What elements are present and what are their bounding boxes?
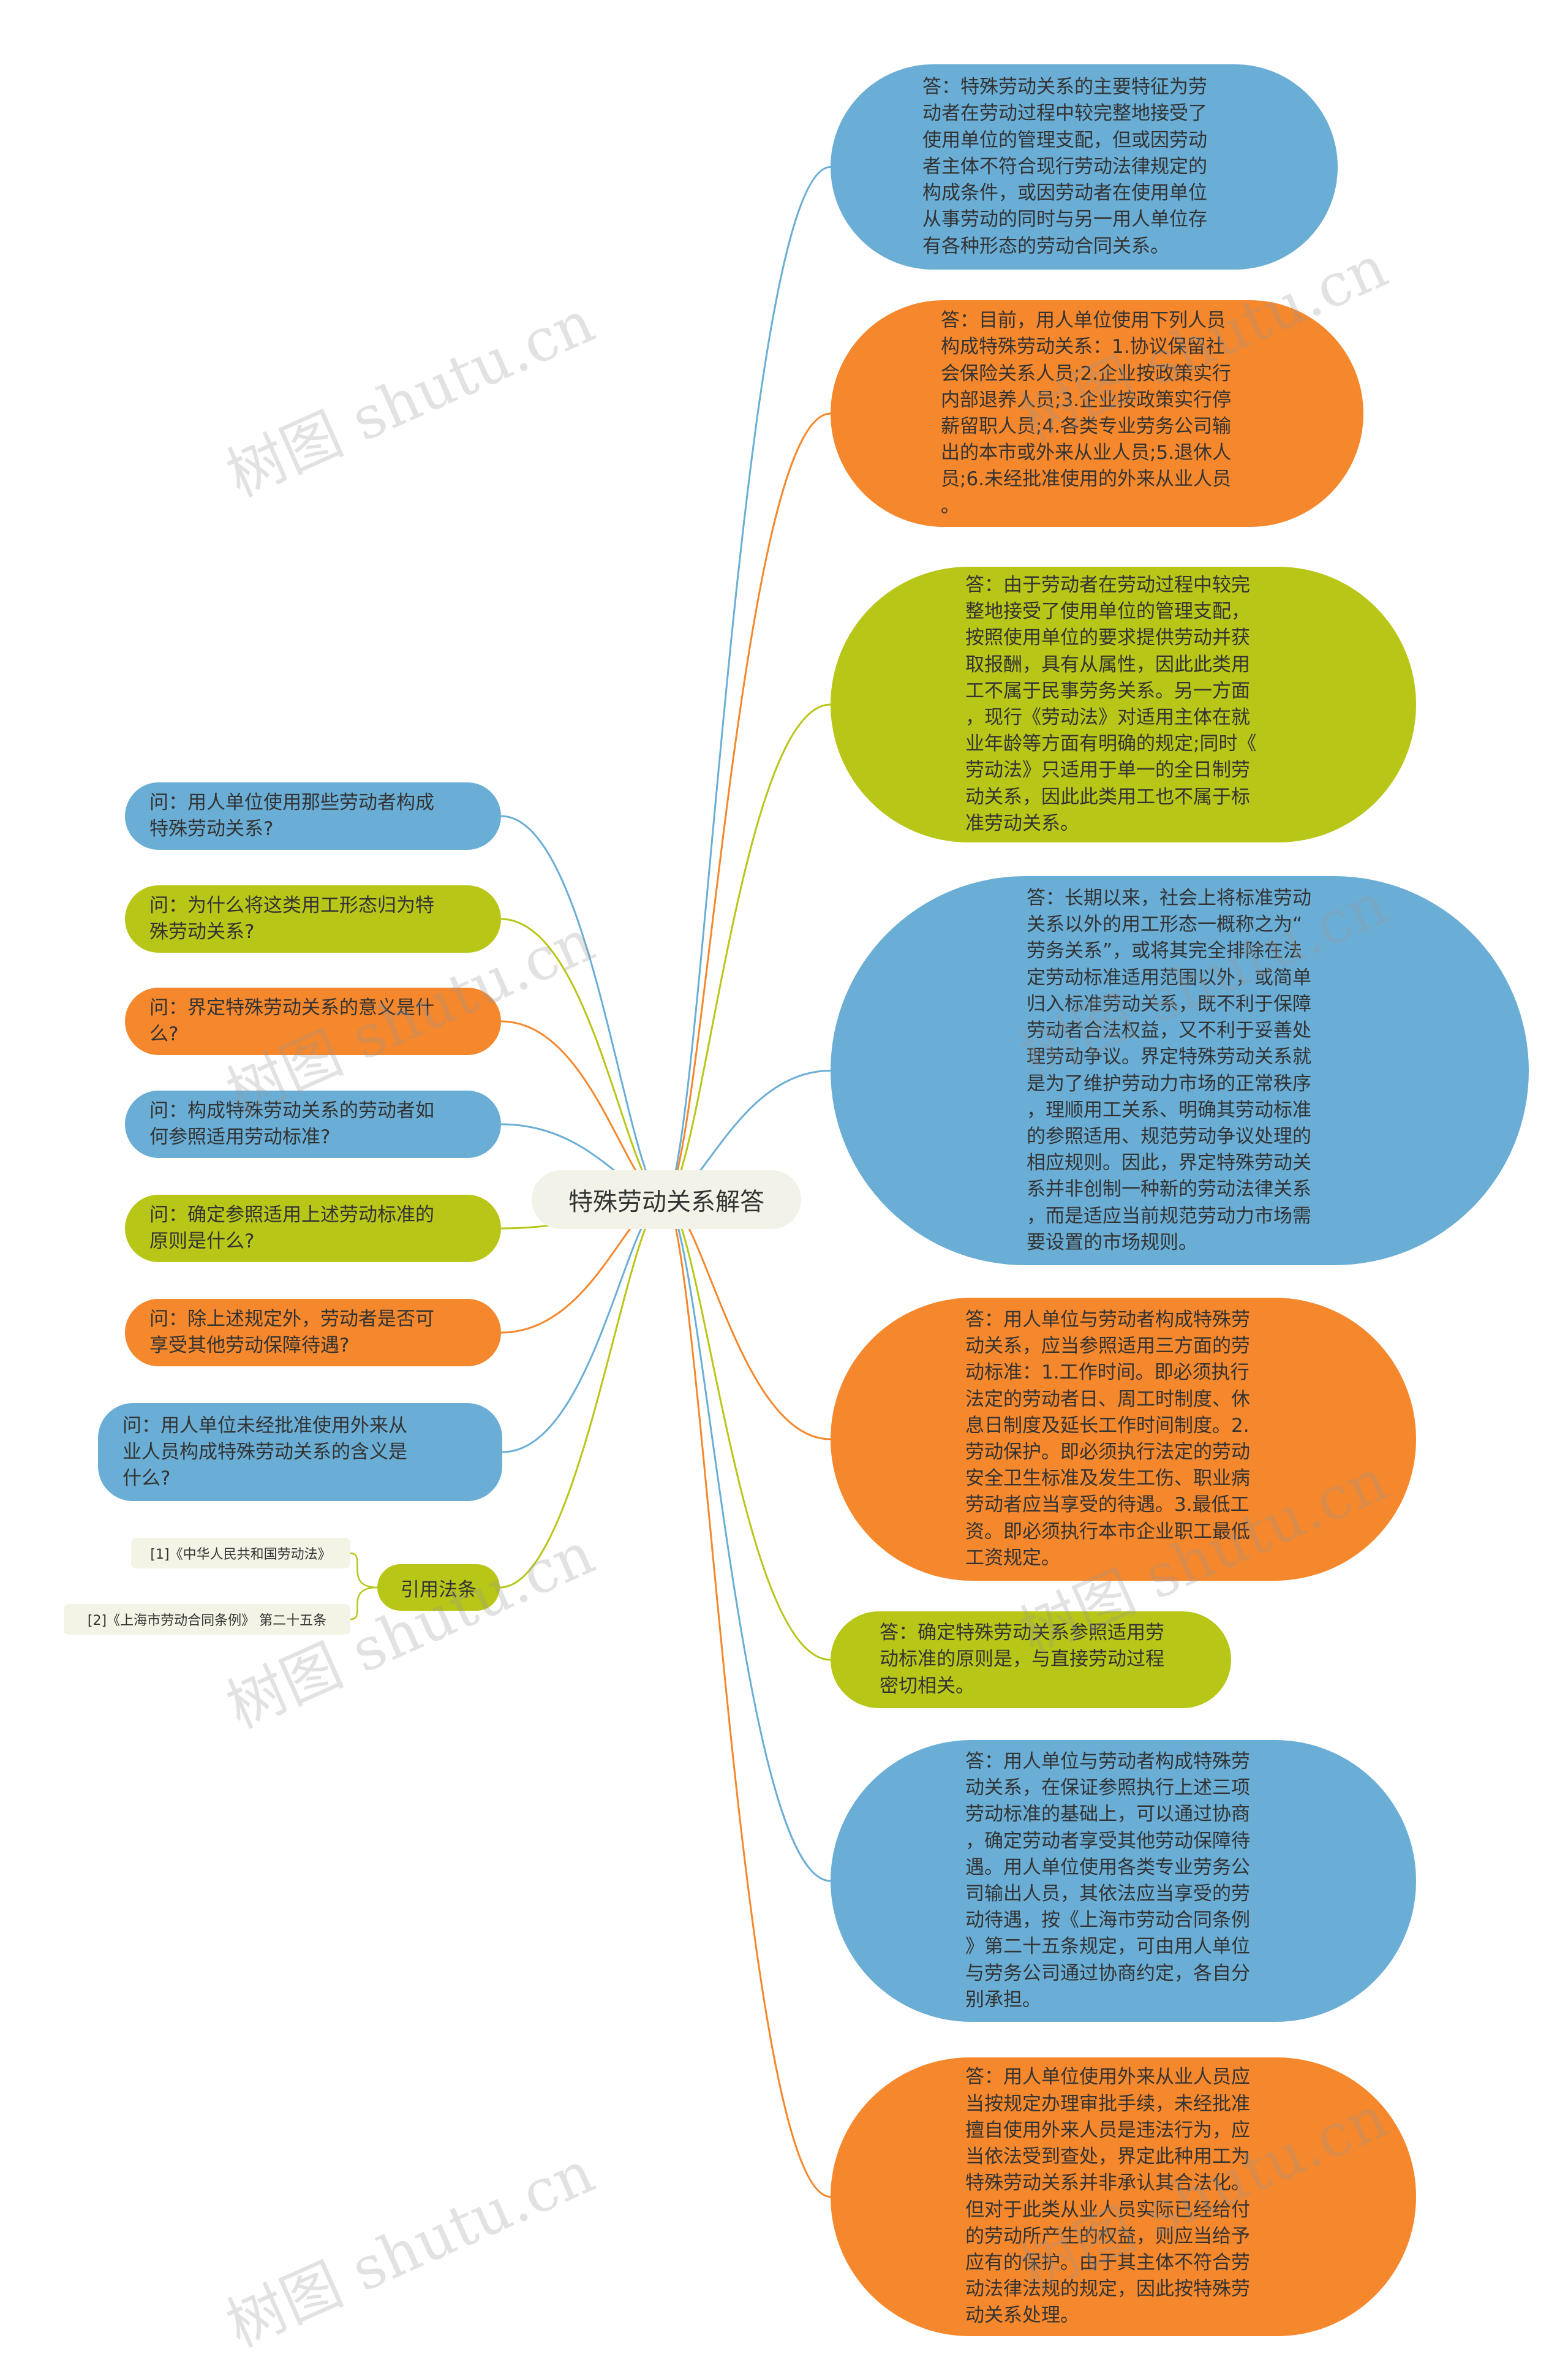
connector-line (350, 1552, 378, 1589)
reference-item[interactable]: [1]《中华人民共和国劳动法》 (131, 1538, 350, 1568)
question-text: 问：用人单位使用那些劳动者构成 特殊劳动关系? (149, 792, 434, 840)
answer-text: 答：用人单位与劳动者构成特殊劳 动关系，应当参照适用三方面的劳 动标准：1.工作… (965, 1308, 1250, 1569)
reference-item-label: [2]《上海市劳动合同条例》 第二十五条 (87, 1613, 327, 1629)
question-text: 问：界定特殊劳动关系的意义是什 么? (149, 997, 434, 1045)
connector-line (664, 1198, 831, 1882)
question-node[interactable]: 问：确定参照适用上述劳动标准的 原则是什么? (125, 1195, 501, 1262)
answer-node[interactable]: 答：目前，用人单位使用下列人员 构成特殊劳动关系：1.协议保留社 会保险关系人员… (831, 300, 1363, 527)
answer-node[interactable]: 答：用人单位使用外来从业人员应 当按规定办理审批手续，未经批准 擅自使用外来人员… (831, 2057, 1416, 2336)
question-text: 问：确定参照适用上述劳动标准的 原则是什么? (149, 1204, 434, 1252)
answer-text: 答：特殊劳动关系的主要特征为劳 动者在劳动过程中较完整地接受了 使用单位的管理支… (922, 76, 1207, 257)
references-label: 引用法条 (401, 1578, 477, 1601)
answer-node[interactable]: 答：用人单位与劳动者构成特殊劳 动关系，应当参照适用三方面的劳 动标准：1.工作… (831, 1298, 1416, 1581)
connector-line (664, 412, 831, 1201)
root-topic-label: 特殊劳动关系解答 (568, 1188, 764, 1216)
question-node[interactable]: 问：用人单位未经批准使用外来从 业人员构成特殊劳动关系的含义是 什么? (98, 1403, 502, 1501)
question-text: 问：用人单位未经批准使用外来从 业人员构成特殊劳动关系的含义是 什么? (123, 1414, 407, 1489)
reference-item[interactable]: [2]《上海市劳动合同条例》 第二十五条 (64, 1604, 350, 1635)
answer-text: 答：用人单位使用外来从业人员应 当按规定办理审批手续，未经批准 擅自使用外来人员… (965, 2066, 1250, 2327)
connector-line (350, 1586, 378, 1621)
root-topic[interactable]: 特殊劳动关系解答 (532, 1170, 801, 1229)
question-text: 问：为什么将这类用工形态归为特 殊劳动关系? (149, 895, 434, 943)
connector-line (664, 703, 831, 1201)
answer-text: 答：长期以来，社会上将标准劳动 关系以外的用工形态一概称之为“ 劳务关系”，或将… (1027, 887, 1311, 1254)
answer-node[interactable]: 答：由于劳动者在劳动过程中较完 整地接受了使用单位的管理支配， 按照使用单位的要… (831, 567, 1416, 842)
answer-node[interactable]: 答：长期以来，社会上将标准劳动 关系以外的用工形态一概称之为“ 劳务关系”，或将… (831, 876, 1529, 1265)
connector-line (500, 918, 665, 1201)
question-node[interactable]: 问：用人单位使用那些劳动者构成 特殊劳动关系? (125, 782, 501, 850)
connector-line (664, 1198, 831, 1661)
question-node[interactable]: 问：界定特殊劳动关系的意义是什 么? (125, 988, 501, 1055)
question-node[interactable]: 问：构成特殊劳动关系的劳动者如 何参照适用劳动标准? (125, 1091, 501, 1158)
answer-node[interactable]: 答：用人单位与劳动者构成特殊劳 动关系，在保证参照执行上述三项 劳动标准的基础上… (831, 1740, 1416, 2022)
answer-text: 答：由于劳动者在劳动过程中较完 整地接受了使用单位的管理支配， 按照使用单位的要… (965, 573, 1257, 834)
answer-text: 答：用人单位与劳动者构成特殊劳 动关系，在保证参照执行上述三项 劳动标准的基础上… (965, 1750, 1250, 2011)
question-node[interactable]: 问：为什么将这类用工形态归为特 殊劳动关系? (125, 885, 501, 953)
question-node[interactable]: 问：除上述规定外，劳动者是否可 享受其他劳动保障待遇? (125, 1299, 501, 1366)
connector-line (664, 166, 831, 1201)
references-node[interactable]: 引用法条 (377, 1564, 500, 1611)
connector-line (664, 1198, 831, 2198)
answer-text: 答：目前，用人单位使用下列人员 构成特殊劳动关系：1.协议保留社 会保险关系人员… (941, 309, 1232, 517)
connector-line (499, 1198, 665, 1589)
reference-item-label: [1]《中华人民共和国劳动法》 (150, 1547, 331, 1562)
connector-line (502, 1198, 665, 1453)
answer-text: 答：确定特殊劳动关系参照适用劳 动标准的原则是，与直接劳动过程 密切相关。 (880, 1622, 1164, 1697)
answer-node[interactable]: 答：确定特殊劳动关系参照适用劳 动标准的原则是，与直接劳动过程 密切相关。 (831, 1611, 1231, 1708)
answer-node[interactable]: 答：特殊劳动关系的主要特征为劳 动者在劳动过程中较完整地接受了 使用单位的管理支… (831, 64, 1338, 270)
question-text: 问：构成特殊劳动关系的劳动者如 何参照适用劳动标准? (149, 1100, 434, 1148)
question-text: 问：除上述规定外，劳动者是否可 享受其他劳动保障待遇? (149, 1308, 434, 1356)
